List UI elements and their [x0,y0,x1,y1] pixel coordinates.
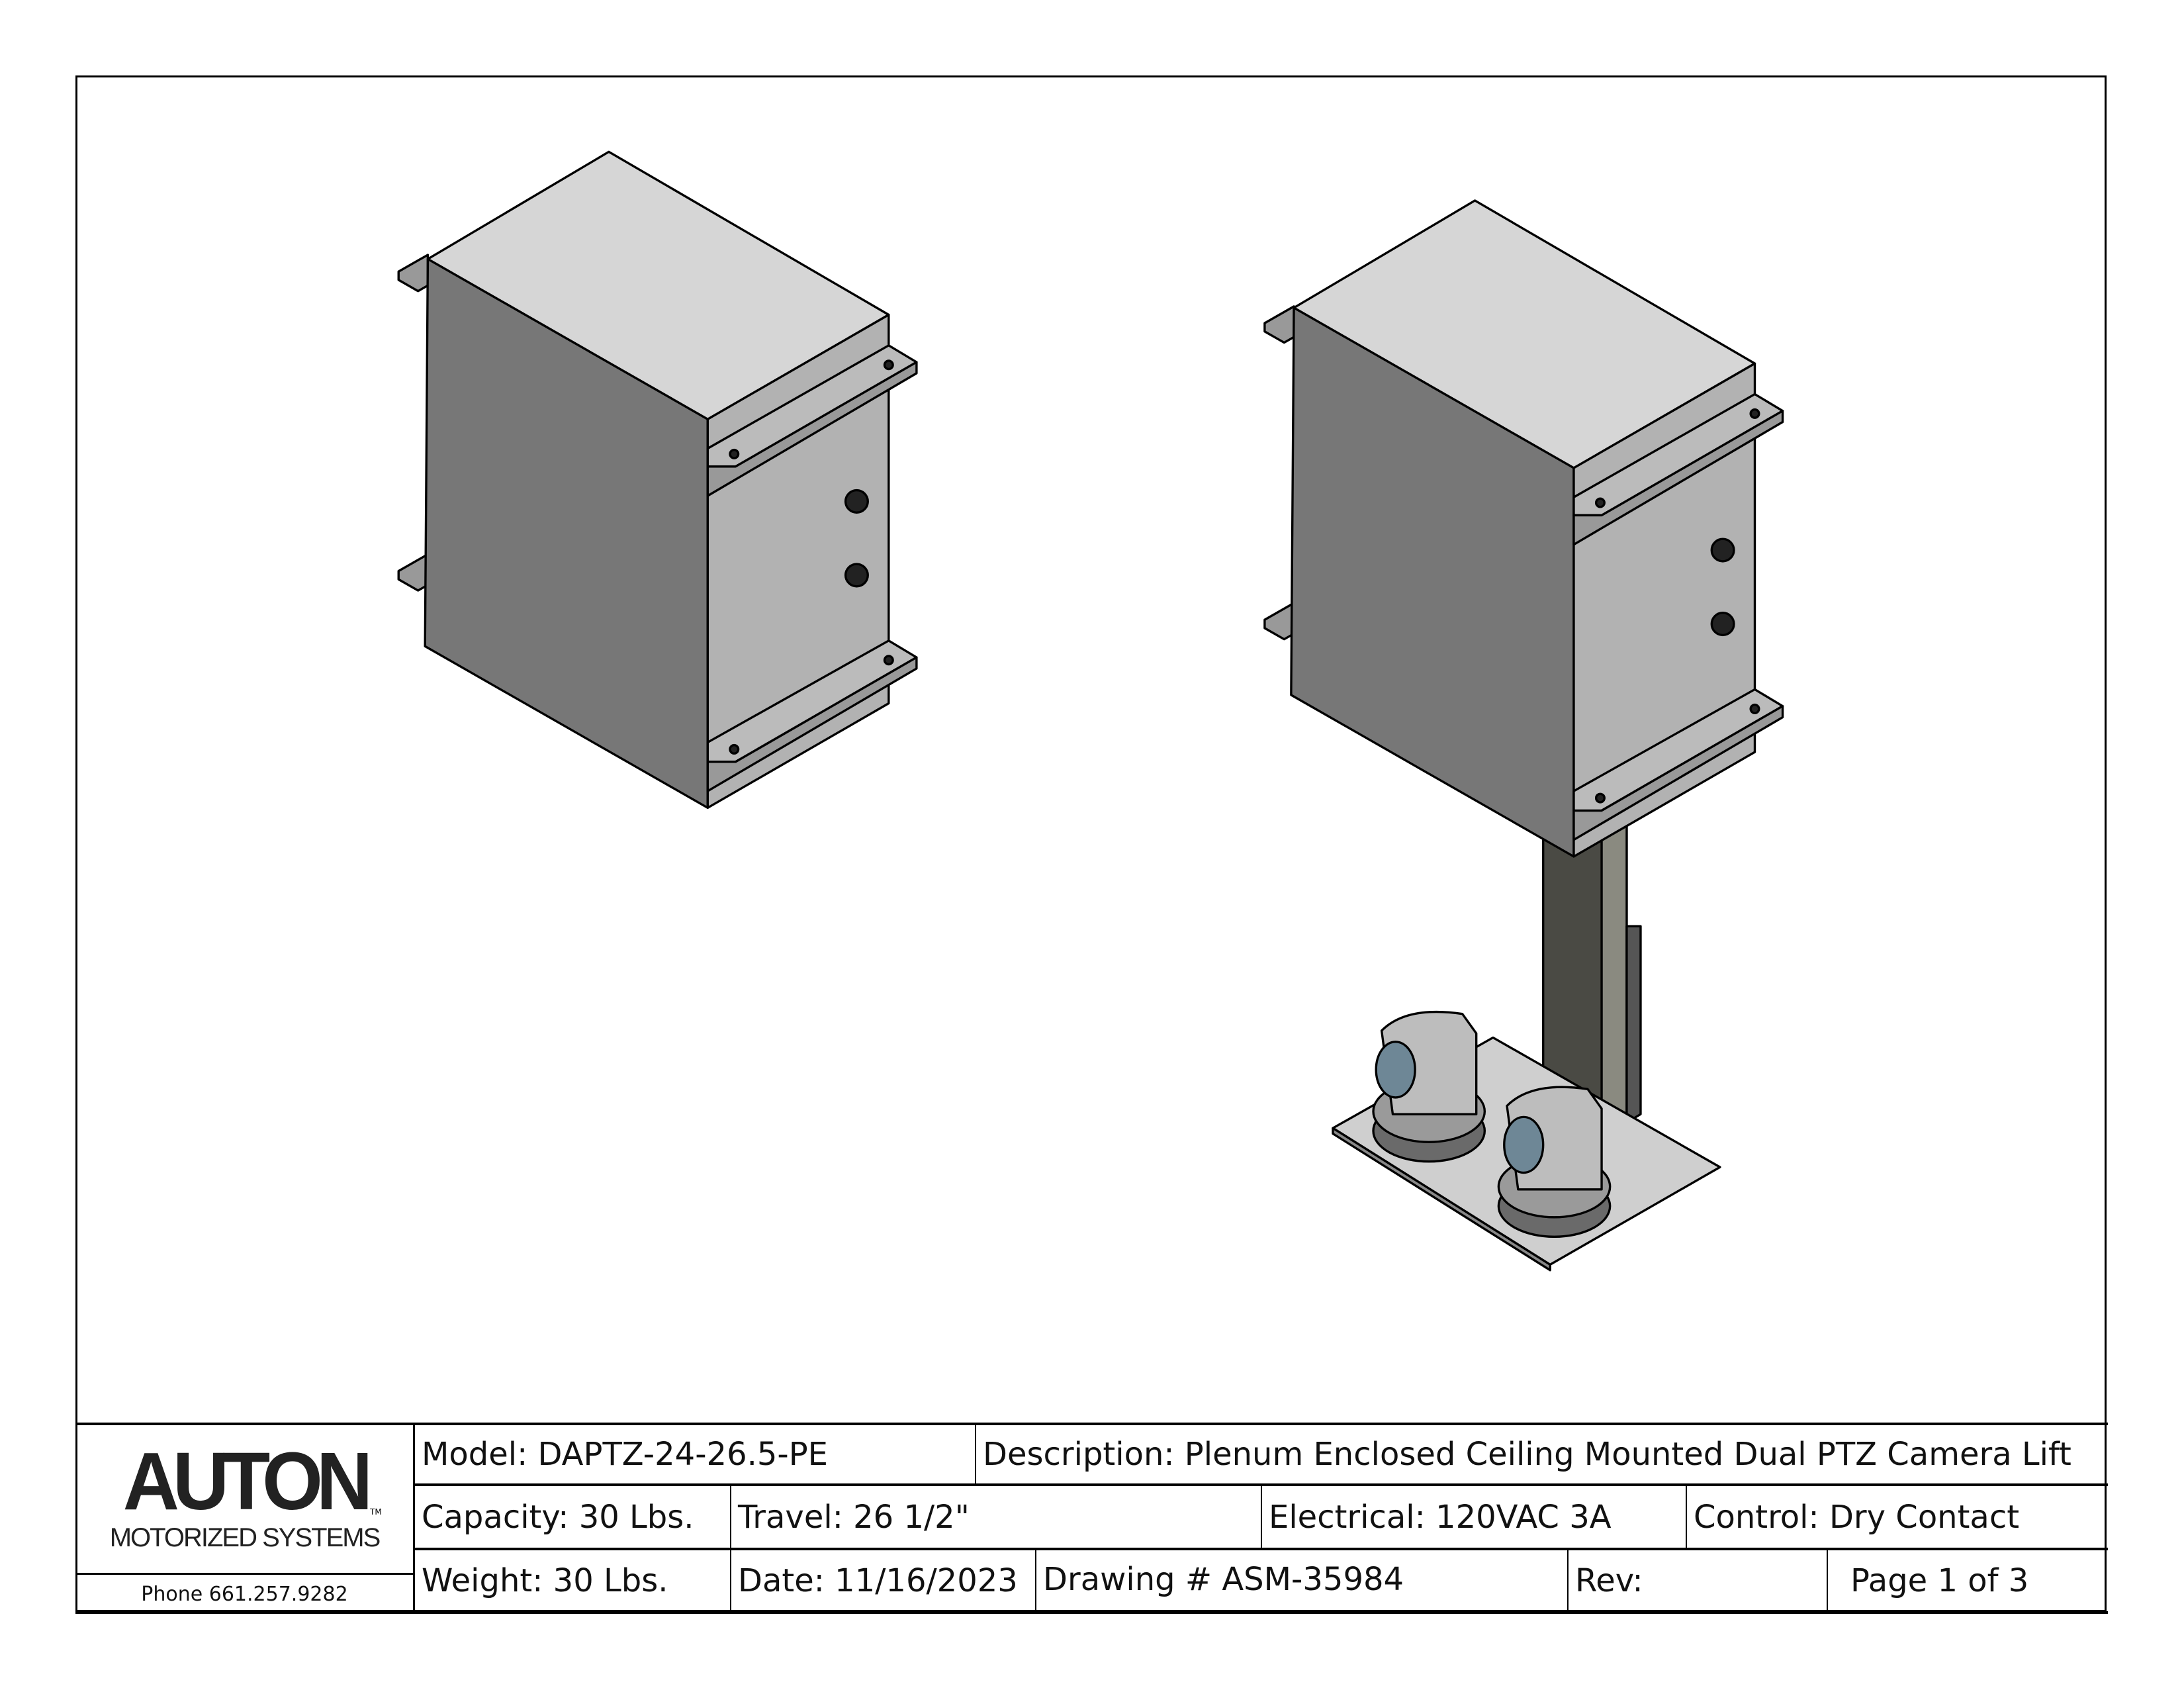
travel-field: Travel: 26 1/2" [738,1498,970,1536]
electrical-field: Electrical: 120VAC 3A [1269,1498,1612,1536]
drawing-border [75,75,2107,1612]
enclosure-retracted [397,150,918,809]
logo-subtitle: MOTORIZED SYSTEMS [109,1523,381,1552]
company-logo: AUTON MOTORIZED SYSTEMS TM [75,1423,414,1573]
cable-gland-icon [844,489,869,514]
ptz-camera-2 [1497,1086,1612,1239]
control-field: Control: Dry Contact [1694,1498,2020,1536]
cable-gland-icon [844,563,869,588]
description-field: Description: Plenum Enclosed Ceiling Mou… [983,1436,2071,1473]
bracket-left-top [397,254,430,293]
bracket-left-bottom [397,553,430,592]
model-field: Model: DAPTZ-24-26.5-PE [422,1436,828,1473]
revision-field: Rev: [1575,1562,1643,1599]
trademark: TM [370,1507,382,1517]
capacity-field: Capacity: 30 Lbs. [422,1498,694,1536]
page-number-field: Page 1 of 3 [1850,1562,2029,1599]
enclosure-extended [1263,199,1784,1272]
phone-number: Phone 661.257.9282 [141,1582,348,1606]
logo-wordmark: AUTON [122,1435,373,1528]
title-block: AUTON MOTORIZED SYSTEMS TM Phone 661.257… [75,1423,2108,1614]
cable-gland-icon [1710,538,1735,563]
weight-field: Weight: 30 Lbs. [422,1562,668,1599]
drawing-number-field: Drawing # ASM-35984 [1043,1561,1404,1598]
cable-gland-icon [1710,612,1735,637]
ptz-camera-1 [1372,1010,1486,1163]
date-field: Date: 11/16/2023 [738,1562,1018,1599]
